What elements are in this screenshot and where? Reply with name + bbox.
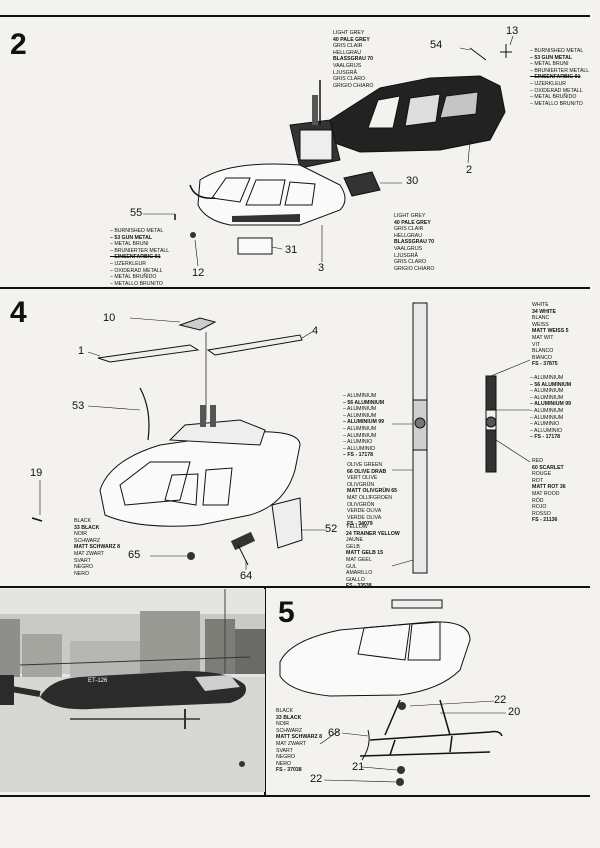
section-divider-2-4 bbox=[0, 287, 590, 289]
step-2-diagram bbox=[143, 35, 514, 267]
part-4-label: 4 bbox=[312, 325, 319, 337]
part-12-label: 12 bbox=[192, 267, 205, 279]
photo-registration: ET-126 bbox=[88, 678, 108, 684]
part-13-label: 13 bbox=[506, 25, 519, 37]
reference-photo: ET-126 bbox=[0, 589, 265, 792]
reference-photo-image bbox=[0, 589, 265, 792]
paint-aluminium-right: – ALUMINIUM– 56 ALUMINIUM– ALUMINIUM– AL… bbox=[530, 375, 572, 441]
part-22-label-bottom: 22 bbox=[310, 773, 323, 785]
page-top-rule bbox=[0, 15, 590, 17]
paint-burnished-right: – BURNISHED METAL– 53 GUN METAL– METAL B… bbox=[530, 48, 590, 107]
step-number-4: 4 bbox=[10, 296, 27, 329]
section-divider-4-5 bbox=[0, 586, 590, 588]
part-20-label: 20 bbox=[508, 706, 521, 718]
photo-divider bbox=[264, 588, 266, 795]
paint-burnished-left: – BURNISHED METAL– 53 GUN METAL– METAL B… bbox=[110, 228, 170, 287]
part-19-label: 19 bbox=[30, 467, 43, 479]
part-10-label: 10 bbox=[103, 312, 116, 324]
part-54-label: 54 bbox=[430, 39, 443, 51]
page-bottom-rule bbox=[0, 795, 590, 797]
step-number-5: 5 bbox=[278, 596, 295, 629]
part-21-label: 21 bbox=[352, 761, 365, 773]
part-68-label: 68 bbox=[328, 727, 341, 739]
paint-aluminium-left: – ALUMINIUM– 56 ALUMINIUM– ALUMINIUM– AL… bbox=[343, 393, 385, 459]
part-53-label: 53 bbox=[72, 400, 85, 412]
step-4-diagram bbox=[31, 302, 531, 574]
part-22-label-top: 22 bbox=[494, 694, 507, 706]
part-55-label: 55 bbox=[130, 207, 143, 219]
part-2-label: 2 bbox=[466, 164, 473, 176]
part-1-label: 1 bbox=[78, 345, 85, 357]
part-64-label: 64 bbox=[240, 570, 253, 582]
part-65-label: 65 bbox=[128, 549, 141, 561]
part-30-label: 30 bbox=[406, 175, 419, 187]
part-31-label: 31 bbox=[285, 244, 298, 256]
part-52-label: 52 bbox=[325, 523, 338, 535]
step-number-2: 2 bbox=[10, 28, 27, 61]
part-3-label: 3 bbox=[318, 262, 325, 274]
